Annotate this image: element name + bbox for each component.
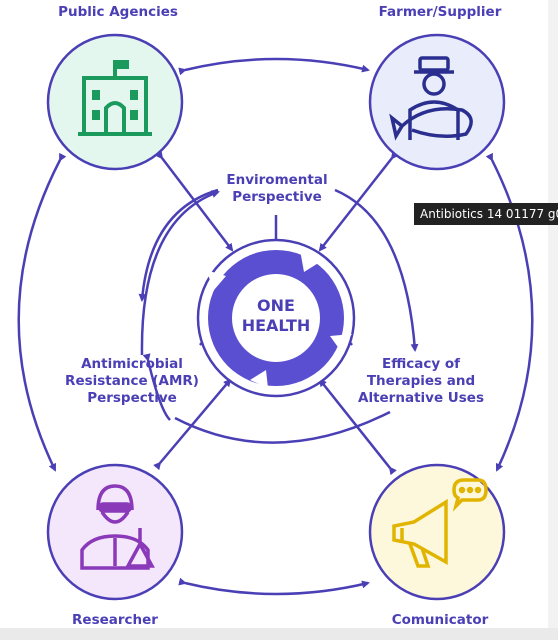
building-icon bbox=[78, 60, 152, 136]
fisherman-icon bbox=[389, 56, 473, 141]
one-health-label: ONE HEALTH bbox=[226, 296, 326, 336]
actor-label-researcher: Researcher bbox=[72, 612, 158, 628]
image-tooltip: Antibiotics 14 01177 g002 bbox=[414, 203, 558, 225]
inner-arrows bbox=[138, 188, 419, 444]
researcher-node bbox=[46, 463, 184, 601]
actor-label-comunicator: Comunicator bbox=[391, 612, 489, 628]
inner-arc-left bbox=[142, 353, 171, 421]
arrow-top bbox=[178, 57, 370, 76]
megaphone-icon bbox=[392, 478, 488, 568]
actor-label-farmer-supplier: Farmer/Supplier bbox=[378, 4, 502, 20]
arrow-left bbox=[17, 152, 67, 472]
one-health-cycle bbox=[196, 238, 356, 398]
public-agencies-node bbox=[46, 33, 184, 171]
perspective-efficacy: Efficacy of Therapies and Alternative Us… bbox=[358, 356, 484, 406]
arrow-bottom bbox=[178, 577, 370, 596]
diagram-canvas: Public Agencies Farmer/Supplier Research… bbox=[0, 0, 548, 628]
arrow-diag-tl bbox=[155, 150, 234, 252]
actor-label-public-agencies: Public Agencies bbox=[58, 4, 178, 20]
arrow-diag-bl bbox=[153, 378, 232, 471]
arrow-diag-tr bbox=[318, 150, 399, 252]
arrow-right bbox=[485, 152, 534, 472]
comunicator-node bbox=[368, 463, 506, 601]
perspective-environmental: Enviromental Perspective bbox=[226, 172, 328, 205]
farmer-supplier-node bbox=[368, 33, 506, 171]
scientist-icon bbox=[80, 484, 155, 570]
bottom-strip bbox=[0, 628, 558, 640]
perspective-amr: Antimicrobial Resistance (AMR) Perspecti… bbox=[65, 356, 199, 406]
outer-arrows bbox=[17, 57, 534, 596]
diagram-graphics bbox=[17, 33, 534, 601]
inner-arc-top-right bbox=[334, 188, 419, 352]
inner-arc-left-up bbox=[140, 190, 220, 356]
inner-arc-bottom bbox=[174, 410, 391, 444]
one-health-line1: ONE bbox=[257, 296, 295, 315]
inner-arc-top-left bbox=[138, 188, 219, 302]
diagonal-arrows bbox=[153, 150, 399, 476]
one-health-line2: HEALTH bbox=[241, 316, 311, 335]
arrow-diag-br bbox=[318, 378, 397, 476]
